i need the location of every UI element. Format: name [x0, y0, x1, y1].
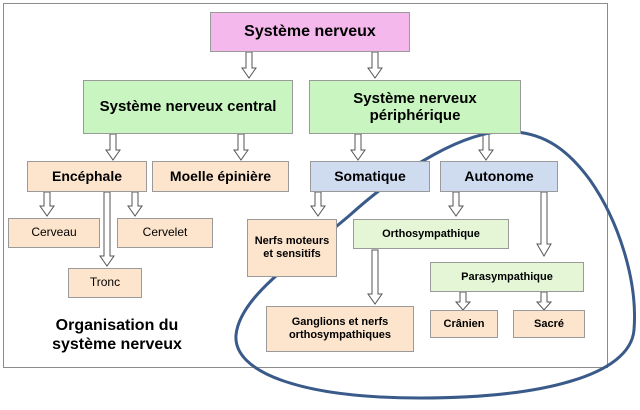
node-systeme-nerveux-central: Système nerveux central [83, 80, 293, 134]
node-nerfs-moteurs-sensitifs: Nerfs moteurs et sensitifs [247, 219, 337, 277]
node-ganglions-nerfs-orthosympathiques: Ganglions et nerfs orthosympathiques [266, 306, 414, 352]
node-encephale: Encéphale [27, 161, 147, 192]
arrow-encephale-to-cervelet [127, 191, 143, 217]
node-cranien: Crânien [430, 310, 498, 338]
arrow-encephale-to-cerveau [39, 191, 55, 217]
arrow-central-to-encephale [105, 133, 121, 161]
node-systeme-nerveux-peripherique: Système nerveux périphérique [309, 80, 521, 134]
node-orthosympathique: Orthosympathique [353, 219, 509, 249]
arrow-para-to-cranien [454, 291, 472, 311]
node-moelle-epiniere: Moelle épinière [152, 161, 289, 192]
node-tronc: Tronc [68, 268, 142, 298]
node-cervelet: Cervelet [117, 218, 213, 248]
arrow-para-to-sacre [535, 291, 553, 311]
arrow-encephale-to-tronc [99, 191, 115, 267]
diagram-caption: Organisation du système nerveux [52, 317, 182, 354]
node-autonome: Autonome [440, 161, 558, 192]
arrow-peripheral-to-somatique [350, 133, 366, 161]
node-parasympathique: Parasympathique [430, 262, 584, 292]
arrow-somatique-to-nerfs [310, 191, 326, 217]
arrow-root-to-peripheral [367, 51, 383, 79]
node-cerveau: Cerveau [8, 218, 100, 248]
arrow-autonome-to-para [536, 191, 552, 257]
node-sacre: Sacré [513, 310, 585, 338]
arrow-autonome-to-ortho [448, 191, 464, 217]
arrow-central-to-moelle [233, 133, 249, 161]
node-systeme-nerveux: Système nerveux [210, 12, 410, 52]
highlight-ellipse [234, 129, 637, 400]
node-somatique: Somatique [310, 161, 430, 192]
arrow-ortho-to-ganglions [367, 249, 383, 305]
arrow-root-to-central [241, 51, 257, 79]
arrow-peripheral-to-autonome [478, 133, 494, 161]
